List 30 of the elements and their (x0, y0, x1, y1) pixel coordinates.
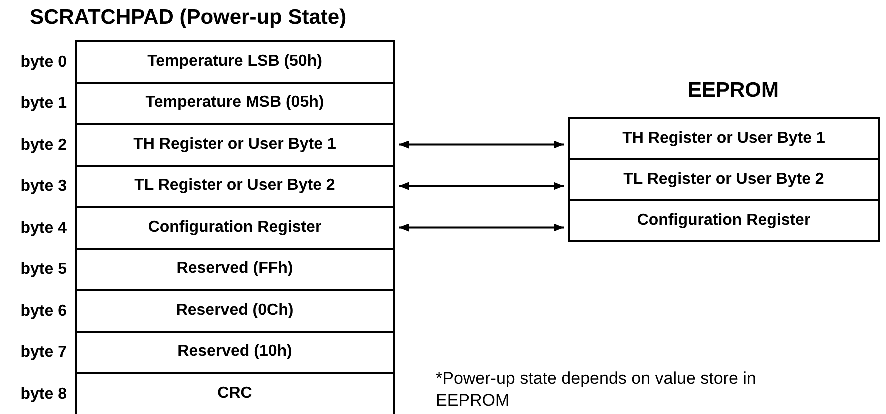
register-name: Temperature MSB (05h) (146, 94, 324, 112)
byte-label: byte 8 (20, 386, 67, 404)
register-row (568, 117, 880, 160)
register-name: TL Register or User Byte 2 (624, 170, 824, 188)
register-name: Reserved (FFh) (176, 260, 294, 278)
byte-label: byte 1 (20, 95, 67, 114)
double-arrow (399, 224, 564, 232)
register-name: TL Register or User Byte 2 (134, 177, 336, 196)
register-row (568, 158, 880, 201)
byte-label: byte 4 (20, 220, 67, 238)
byte-label: byte 2 (20, 136, 67, 155)
table-heading: EEPROM (688, 79, 780, 103)
table-heading: SCRATCHPAD (Power-up State) (30, 6, 347, 30)
byte-label: byte 3 (20, 178, 67, 196)
byte-label: byte 7 (20, 344, 67, 362)
register-name: Reserved (0Ch) (176, 302, 294, 320)
double-arrow (399, 140, 564, 149)
byte-label: byte 6 (20, 302, 67, 321)
register-name: Reserved (10h) (178, 343, 292, 362)
byte-label: byte 5 (20, 261, 67, 280)
double-arrow (399, 182, 564, 190)
register-name: TH Register or User Byte 1 (622, 130, 826, 148)
register-name: TH Register or User Byte 1 (134, 136, 336, 154)
register-name: Configuration Register (148, 218, 322, 237)
footnote: *Power-up state depends on value store in EEPROM (436, 368, 758, 412)
register-name: CRC (218, 384, 252, 403)
register-name: Temperature LSB (50h) (148, 52, 322, 71)
byte-label: byte 0 (20, 54, 67, 72)
register-row (568, 199, 880, 242)
register-name: Configuration Register (637, 212, 811, 230)
